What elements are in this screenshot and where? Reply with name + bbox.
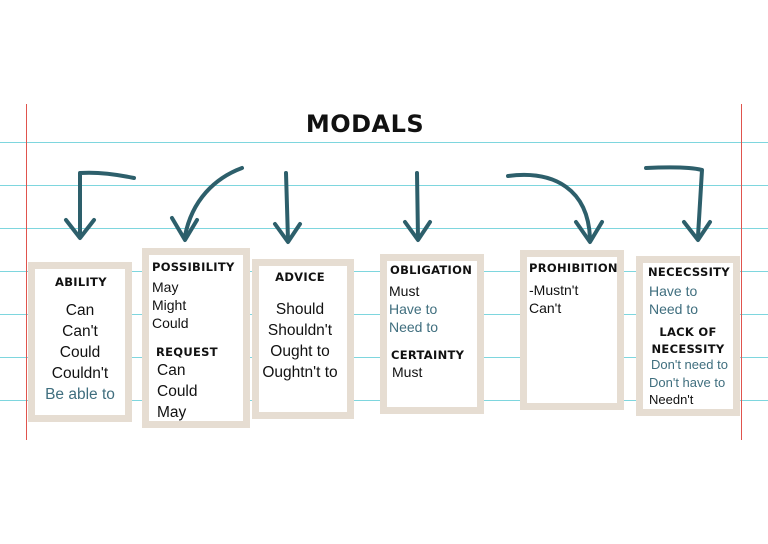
advice-item: Oughtn't to <box>262 364 338 381</box>
card-necessity: NECECSSITY Have to Need to LACK OF NECES… <box>636 256 740 416</box>
lack-of-necessity-heading-line2: NECESSITY <box>651 342 725 356</box>
ability-item: Can't <box>62 323 98 340</box>
ability-item: Could <box>59 344 101 361</box>
card-ability: ABILITY Can Can't Could Couldn't Be able… <box>28 262 132 422</box>
ability-heading: ABILITY <box>55 275 107 289</box>
prohibition-item: -Mustn't <box>529 282 579 298</box>
ability-item: Couldn't <box>51 365 109 382</box>
lack-of-necessity-item: Don't need to <box>651 357 728 372</box>
arrow-prohibition <box>506 173 604 244</box>
page-title: MODALS <box>305 110 425 138</box>
request-heading: REQUEST <box>156 345 218 359</box>
arrow-necessity <box>644 165 712 242</box>
margin-line-right <box>741 104 742 440</box>
advice-heading: ADVICE <box>275 270 325 284</box>
ruled-line <box>0 142 768 143</box>
obligation-item: Must <box>389 283 420 299</box>
obligation-heading: OBLIGATION <box>390 263 473 277</box>
obligation-item: Have to <box>389 301 438 317</box>
necessity-item: Have to <box>649 283 698 299</box>
card-possibility: POSSIBILITY May Might Could REQUEST Can … <box>142 248 250 428</box>
card-advice: ADVICE Should Shouldn't Ought to Oughtn'… <box>252 259 354 419</box>
possibility-item: Could <box>152 315 189 331</box>
ability-item: Be able to <box>45 386 115 403</box>
lack-of-necessity-item: Don't have to <box>649 375 726 390</box>
prohibition-heading: PROHIBITION <box>529 261 618 275</box>
ruled-line <box>0 228 768 229</box>
margin-line-left <box>26 104 27 440</box>
possibility-item: May <box>152 279 179 295</box>
card-prohibition: PROHIBITION -Mustn't Can't <box>520 250 624 410</box>
obligation-item: Need to <box>389 319 439 335</box>
advice-item: Should <box>275 301 325 318</box>
arrow-advice <box>273 171 302 244</box>
ability-item: Can <box>65 302 95 319</box>
possibility-item: Might <box>152 297 187 313</box>
prohibition-item: Can't <box>529 300 562 316</box>
lack-of-necessity-heading-line1: LACK OF <box>659 325 717 339</box>
arrow-obligation <box>403 171 432 242</box>
certainty-heading: CERTAINTY <box>391 348 465 362</box>
certainty-item: Must <box>392 364 423 380</box>
request-item: Could <box>157 383 198 400</box>
lack-of-necessity-item: Needn't <box>649 392 694 407</box>
necessity-heading: NECECSSITY <box>648 265 730 279</box>
request-item: Can <box>157 362 186 379</box>
possibility-heading: POSSIBILITY <box>152 260 235 274</box>
card-obligation: OBLIGATION Must Have to Need to CERTAINT… <box>380 254 484 414</box>
advice-item: Ought to <box>270 343 330 360</box>
advice-item: Shouldn't <box>267 322 333 339</box>
ruled-line <box>0 185 768 186</box>
arrow-ability <box>64 170 136 240</box>
necessity-item: Need to <box>649 301 699 317</box>
arrow-possibility <box>170 166 244 242</box>
request-item: May <box>157 404 187 421</box>
